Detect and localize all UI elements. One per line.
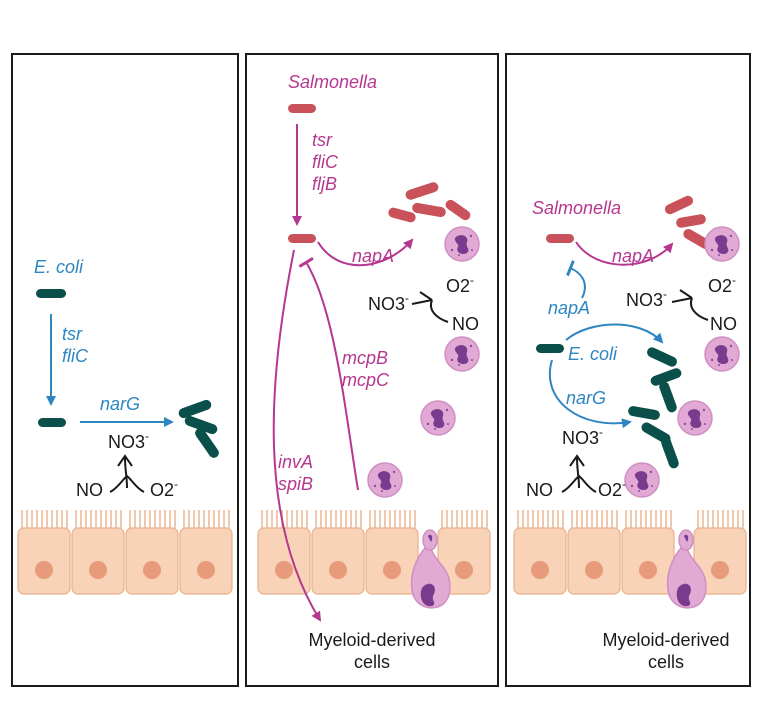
arrow-head xyxy=(117,454,133,467)
chemotaxis-inhibition xyxy=(298,257,359,491)
ecoli-bacterium xyxy=(36,289,66,298)
gene-tsr: tsr xyxy=(312,130,333,150)
ecoli-cluster xyxy=(628,347,682,469)
salmonella-respiration-arrow xyxy=(575,241,674,266)
salmonella-bacterium xyxy=(288,104,316,113)
gene-mcpc: mcpC xyxy=(342,370,390,390)
myeloid-cell xyxy=(420,400,456,436)
salmonella-bacterium xyxy=(546,234,574,243)
arrow-head xyxy=(411,291,433,305)
no-top-label: NO xyxy=(710,314,737,334)
salmonella-bacterium xyxy=(288,234,316,243)
superoxide-top-label: O2- xyxy=(708,273,736,296)
caption-line-1: Myeloid-derived xyxy=(308,630,435,650)
salmonella-label: Salmonella xyxy=(532,198,621,218)
caption-line-2: cells xyxy=(648,652,684,672)
ecoli-gene-narg: narG xyxy=(566,388,606,408)
ecoli-bacterium xyxy=(536,344,564,353)
panel-competition: Salmonella napA O2- NO3- NO napA E. coli… xyxy=(505,53,751,687)
ecoli-gene-napa: napA xyxy=(548,298,590,318)
no-bottom-label: NO xyxy=(526,480,553,500)
myeloid-cell xyxy=(677,400,713,436)
panel-salmonella: Salmonella tsr fliC fljB napA invA spiB … xyxy=(245,53,499,687)
gene-narg: narG xyxy=(100,394,140,414)
ecoli-respiration-arrow xyxy=(549,359,632,429)
myeloid-cell xyxy=(704,336,740,372)
caption-line-2: cells xyxy=(354,652,390,672)
transmigrating-myeloid-cell xyxy=(666,529,707,609)
invasion-arrow xyxy=(272,249,322,622)
nitrate-top-label: NO3- xyxy=(626,287,667,310)
ecoli-cluster xyxy=(178,399,219,458)
nitrate-bottom-label: NO3- xyxy=(562,425,603,448)
ecoli-arrow xyxy=(565,323,664,344)
no-label: NO xyxy=(76,480,103,500)
conversion-arrow xyxy=(124,457,128,489)
gene-inva: invA xyxy=(278,452,313,472)
superoxide-label: O2- xyxy=(150,477,178,500)
nitrate-label: NO3- xyxy=(108,429,149,452)
gene-tsr: tsr xyxy=(62,324,83,344)
superoxide-bottom-label: O2- xyxy=(598,477,626,500)
gene-napa: napA xyxy=(352,246,394,266)
gene-fljb: fljB xyxy=(312,174,337,194)
ecoli-label: E. coli xyxy=(568,344,618,364)
salmonella-cluster xyxy=(388,182,471,223)
gene-flic: fliC xyxy=(312,152,339,172)
salmonella-gene-napa: napA xyxy=(612,246,654,266)
gene-flic: fliC xyxy=(62,346,89,366)
conversion-arrow xyxy=(576,457,580,489)
conversion-join xyxy=(561,474,597,493)
gene-spib: spiB xyxy=(278,474,313,494)
panel-ecoli: E. coli tsr fliC narG NO3- NO O2- xyxy=(11,53,239,687)
transmigrating-myeloid-cell xyxy=(410,529,451,609)
no-label: NO xyxy=(452,314,479,334)
inhibition-arrow xyxy=(566,260,586,299)
superoxide-label: O2- xyxy=(446,273,474,296)
conversion-arrow xyxy=(690,297,709,321)
arrow-head xyxy=(671,289,693,303)
ecoli-bacterium xyxy=(38,418,66,427)
myeloid-cell xyxy=(704,226,740,262)
myeloid-cell xyxy=(624,462,660,498)
organism-label: E. coli xyxy=(34,257,84,277)
organism-label: Salmonella xyxy=(288,72,377,92)
myeloid-cell xyxy=(444,226,480,262)
salmonella-cluster xyxy=(664,195,711,249)
nitrate-label: NO3- xyxy=(368,291,409,314)
arrow-head xyxy=(569,454,585,467)
respiration-arrow xyxy=(317,238,414,267)
conversion-arrow xyxy=(430,299,449,323)
caption-line-1: Myeloid-derived xyxy=(602,630,729,650)
gene-mcpb: mcpB xyxy=(342,348,388,368)
conversion-join xyxy=(109,474,145,493)
myeloid-cell xyxy=(367,462,403,498)
myeloid-cell xyxy=(444,336,480,372)
